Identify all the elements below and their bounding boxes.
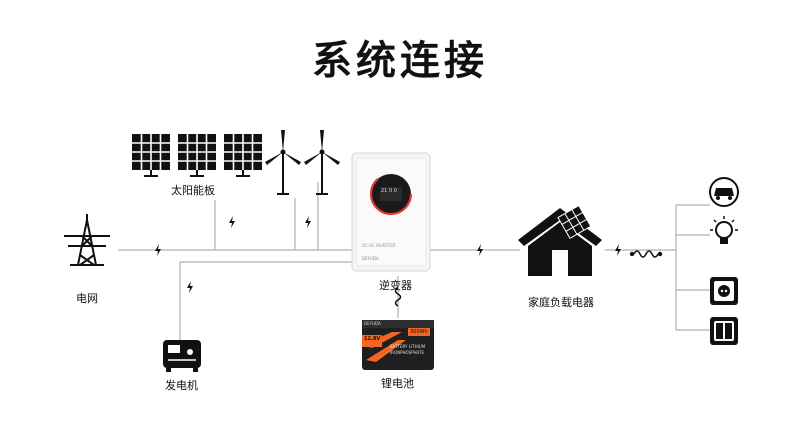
- solar-panel-icon: [177, 133, 217, 177]
- generator-label: 发电机: [165, 379, 198, 392]
- battery-label: 锂电池: [381, 377, 414, 390]
- coil-spring-icon: [394, 287, 402, 307]
- solar-panel-label: 太阳能板: [171, 184, 215, 197]
- power-pylon-icon: [64, 214, 110, 266]
- light-bulb-icon: [710, 216, 738, 244]
- lightning-bolt-icon: [229, 216, 235, 228]
- solar-panel-icon: [131, 133, 171, 177]
- lightning-bolt-icon: [155, 244, 161, 256]
- inverter-model-text: DC-AC INVERTER: [362, 243, 396, 248]
- battery-type-line1: BATTERY LITHIUM: [390, 344, 426, 349]
- lightning-bolt-icon: [615, 244, 621, 256]
- solar-panels-group: [131, 133, 263, 177]
- grid-label: 电网: [76, 292, 98, 305]
- wind-turbine-icon: [264, 129, 302, 195]
- inverter-brand-text: DEYUDA: [362, 256, 379, 261]
- wind-turbine-icon: [303, 129, 341, 195]
- generator-icon: [163, 340, 201, 372]
- coil-spring-icon: [629, 250, 663, 258]
- lightning-bolt-icon: [477, 244, 483, 256]
- inverter-unit: [351, 152, 431, 272]
- battery-voltage-text: 12.8V: [364, 336, 381, 342]
- home-load-label: 家庭负载电器: [528, 296, 594, 309]
- lithium-battery-unit: [362, 320, 434, 370]
- lightning-bolt-icon: [187, 281, 193, 293]
- page-title: 系统连接: [312, 38, 488, 84]
- battery-type-line2: IRONPHOSPHATE: [390, 350, 425, 355]
- inverter-screen-readout: 21 0 0: [381, 188, 397, 194]
- house-with-solar-roof-icon: [518, 204, 602, 276]
- battery-capacity-text: 300Wh: [410, 329, 428, 335]
- inverter-label: 逆变器: [379, 279, 412, 292]
- battery-brand-text: DEYUDA: [364, 321, 381, 326]
- solar-panel-icon: [223, 133, 263, 177]
- lightning-bolt-icon: [305, 216, 311, 228]
- wall-switch-icon: [710, 317, 738, 345]
- power-socket-icon: [710, 277, 738, 305]
- car-icon: [709, 177, 739, 207]
